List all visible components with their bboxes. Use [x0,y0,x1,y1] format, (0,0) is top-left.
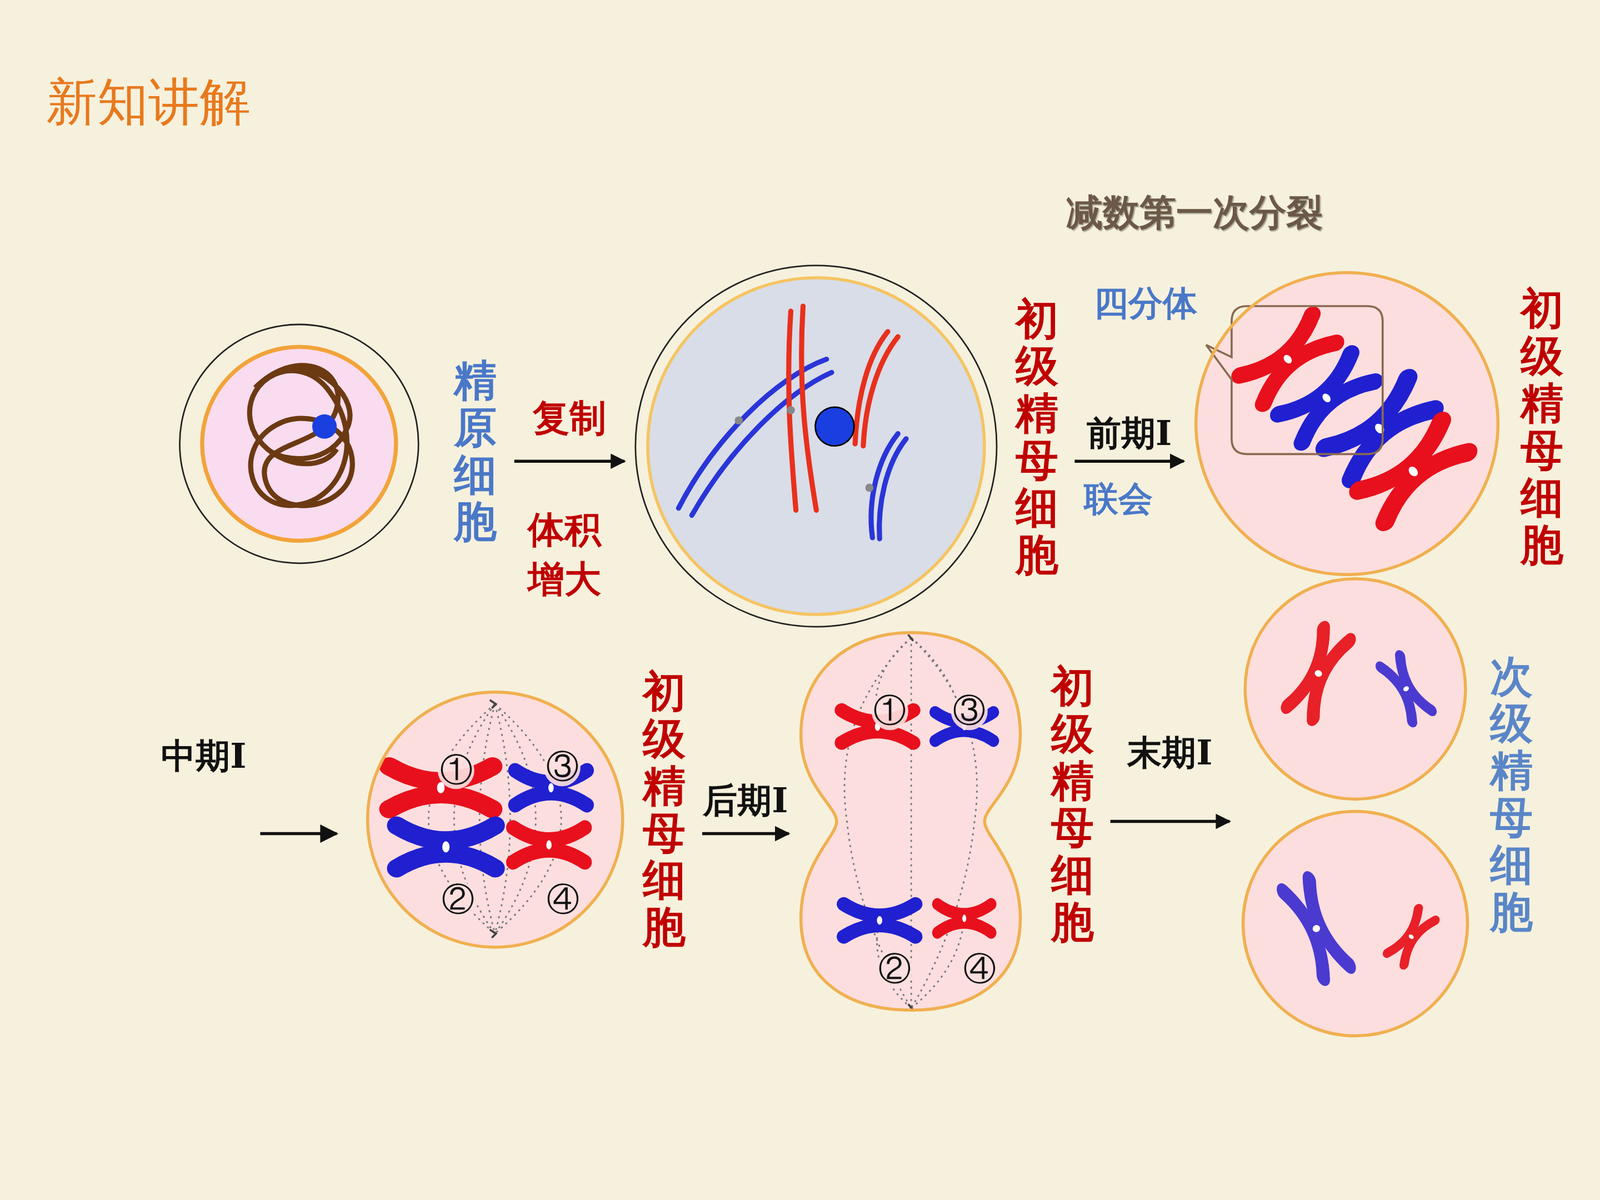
title-holder: 新知讲解 [46,71,251,133]
centromere [734,416,743,425]
cell-membrane [202,346,397,541]
cell-name: 初级精母细胞 [1520,285,1564,569]
separating-chromosomes [841,710,994,937]
cell-outline [798,630,1094,1013]
tetrads [1240,315,1468,522]
cell-membrane [1196,272,1499,575]
cell-node: 次级精母细胞 [1240,576,1537,1039]
cell-membrane [647,277,985,615]
chromatin [249,365,353,506]
cell-membrane [1245,578,1466,799]
spermatogonium-fill [202,346,397,541]
label-holder: ③ [951,692,988,730]
cell-name: 初级精母细胞 [642,668,686,952]
cell-node: 初级精母细胞 [1193,270,1567,598]
stage-arrow [1074,459,1184,463]
edge-label: 复制 [532,397,607,440]
stage-arrow [702,832,789,836]
arrow-note: 联会 [1083,479,1153,520]
cell-node: 精原细胞 [188,324,500,565]
cell-membrane [635,265,997,627]
tetrad-callout [1206,306,1383,454]
centromere [786,406,795,415]
cell-node: 初级精母细胞 [365,665,689,974]
label-holder: ② [876,950,914,989]
centromere [865,483,874,493]
cell-name: 精原细胞 [453,357,497,546]
cell-fills [202,272,1499,1036]
anaphase-cell-fill [801,632,1021,1011]
label-holder: ① [871,692,908,730]
cell-name: 初级精母细胞 [1051,663,1094,947]
primary-cell-fill [647,277,985,615]
label-holder: ④ [545,881,582,919]
stage-arrow [1110,820,1230,824]
label-holder: 体积增大 [527,505,602,605]
label-holder: ② [440,881,477,919]
centriole [908,634,914,1010]
stage-arrow [514,459,625,463]
cell-membrane [801,632,1021,1011]
label-holder: ④ [961,950,998,989]
label-holder: 减数第一次分裂 [1066,191,1323,234]
spindle [844,637,978,1009]
cell-outline [1193,270,1567,598]
label-holder: ① [437,751,475,790]
edge-label: 前期Ⅰ [1086,413,1172,454]
callout-number: ③ [543,748,581,787]
callout-number: ② [876,950,914,989]
label-holder: 联会 [1083,479,1153,520]
cell-node: 初级精母细胞 [634,264,1060,628]
duplicated-chromosomes [678,306,907,539]
cell-node: 初级精母细胞 [798,630,1097,1013]
cell-membrane [1242,811,1468,1036]
callout-label: 四分体 [1093,283,1198,324]
edge-label-holder: 前期Ⅰ [1086,413,1172,454]
cell-outline [365,665,687,974]
stage-name: 中期Ⅰ [161,736,247,777]
cell-name: 次级精母细胞 [1490,653,1533,937]
callout-number: ③ [951,692,988,730]
cell-membrane [179,324,419,564]
callout-number: ① [871,692,908,730]
edge-label-holder: 复制 [532,397,607,440]
label-holder: 中期Ⅰ [161,736,247,777]
secondary-chromosomes [1283,628,1435,978]
cell-name: 初级精母细胞 [1015,296,1059,579]
edge-label: 末期Ⅰ [1127,733,1213,774]
callout-number: ④ [545,881,582,919]
nucleolus [312,414,337,439]
cell-outline [634,264,1058,628]
edge-label: 后期Ⅰ [702,781,788,822]
secondary-cell-fill [1242,811,1468,1036]
callout-number: ② [440,881,477,919]
callout-number: ④ [961,950,998,989]
prophase-cell-fill [1196,272,1499,575]
cell-membrane [367,691,623,947]
edge-label-holder: 末期Ⅰ [1127,733,1213,774]
slide-title: 新知讲解 [46,71,251,133]
secondary-cell-fill [1245,578,1466,799]
stage-arrow [260,832,337,836]
edge-label-holder: 后期Ⅰ [702,781,788,822]
section-heading: 减数第一次分裂 [1066,191,1323,234]
cell-outline [188,324,500,565]
arrow-note: 体积增大 [527,505,602,605]
label-holder: ③ [543,748,581,787]
label-holder: 四分体 [1093,283,1198,324]
metaphase-cell-fill [367,691,623,947]
callout-number: ① [437,751,475,790]
nucleolus [815,407,855,447]
